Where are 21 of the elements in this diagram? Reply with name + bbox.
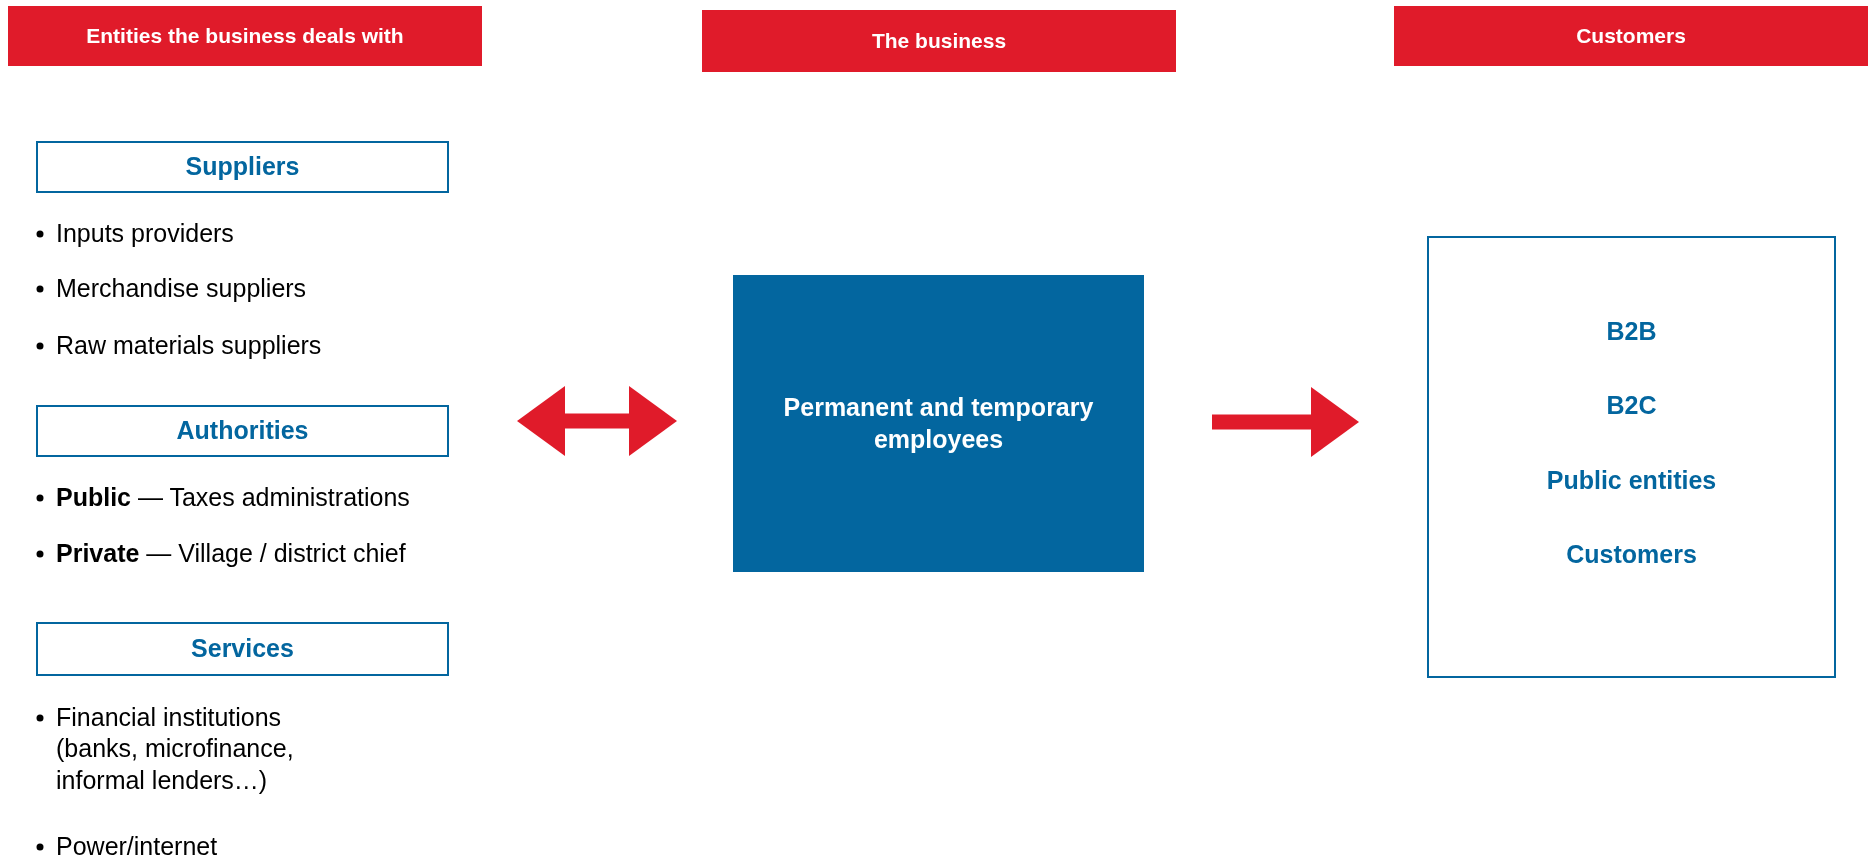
customer-type: Customers [1566,539,1697,570]
business-box: Permanent and temporary employees [733,275,1144,572]
category-box: Suppliers [36,141,449,193]
bullet-text: Raw materials suppliers [56,330,322,361]
header-banner: Entities the business deals with [8,6,482,66]
category-box: Services [36,622,449,676]
customer-type: B2B [1606,315,1657,347]
bullet-text: Public — Taxes administrations [56,482,410,513]
header-banner: Customers [1394,6,1868,66]
bullet-text: Inputs providers [56,218,234,249]
header-banner: The business [702,10,1176,72]
customer-type: Public entities [1546,464,1717,496]
customer-type: B2C [1606,390,1657,421]
category-box: Authorities [36,405,449,457]
customer-box [1427,236,1836,678]
bullet-text: Private — Village / district chief [56,538,406,569]
bullet-text: Merchandise suppliers [56,273,307,304]
bullet-text: Financial institutions (banks, microfinance, informal lenders…) [56,702,295,796]
double-arrow [1212,387,1359,457]
double-arrow [517,386,677,456]
bullet-text: Power/internet [56,831,218,859]
